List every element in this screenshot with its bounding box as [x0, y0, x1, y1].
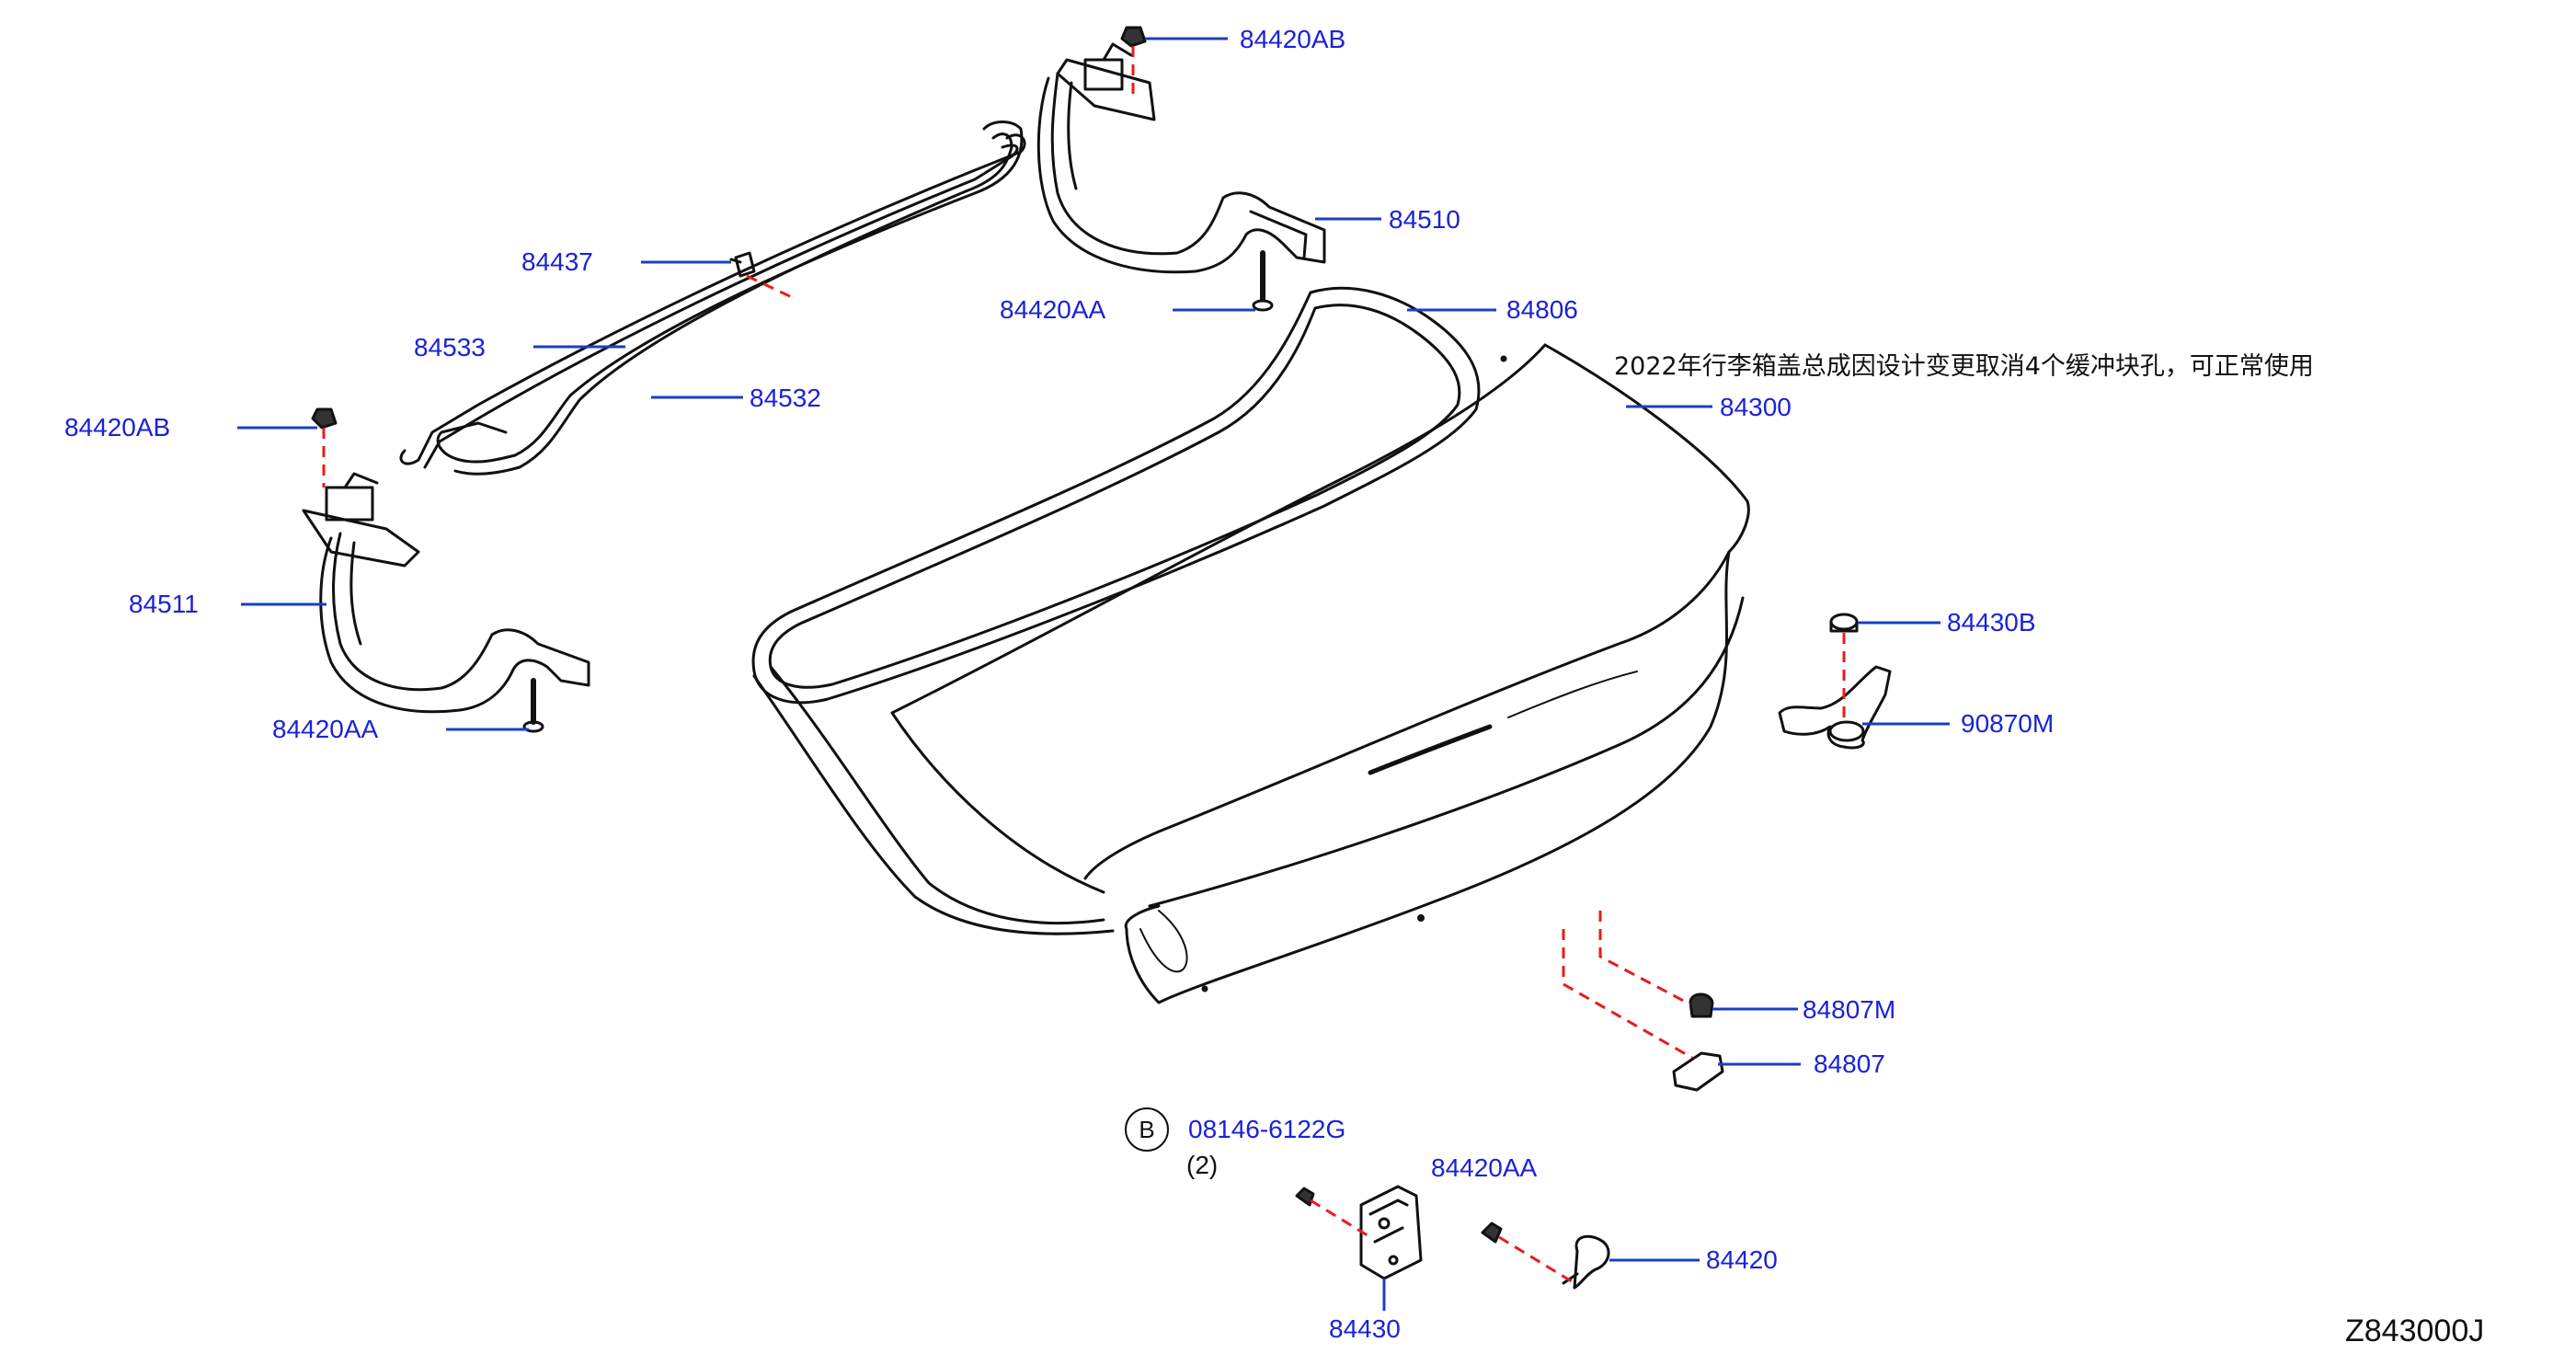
circle-b-symbol: B — [1125, 1107, 1169, 1152]
nut-84420AB-left — [311, 407, 338, 430]
label-84430B: 84430B — [1947, 608, 2036, 637]
label-84532: 84532 — [750, 384, 821, 412]
design-change-note: 2022年行李箱盖总成因设计变更取消4个缓冲块孔，可正常使用 — [1614, 352, 2314, 381]
hinge-left-84511 — [302, 472, 590, 714]
clip-84437 — [729, 251, 756, 278]
dash-84437 — [746, 274, 796, 301]
label-84510: 84510 — [1389, 205, 1460, 234]
dash-08146 — [1310, 1199, 1371, 1239]
label-84430: 84430 — [1329, 1314, 1401, 1343]
label-84806: 84806 — [1506, 295, 1578, 324]
label-84807: 84807 — [1814, 1050, 1885, 1078]
bolt-84420AA-left — [522, 678, 544, 733]
label-84807M: 84807M — [1803, 995, 1896, 1024]
bumper-84807M — [1689, 992, 1714, 1018]
bumper-90870M — [1778, 665, 1892, 750]
label-84300: 84300 — [1720, 393, 1792, 421]
label-84420AA-left: 84420AA — [272, 715, 379, 743]
torsion-bars-84533-84532 — [399, 120, 1026, 476]
striker-84807 — [1672, 1051, 1724, 1092]
label-84420: 84420 — [1706, 1245, 1778, 1274]
nut-84430B — [1829, 613, 1859, 633]
nut-84420AB-top — [1120, 26, 1147, 48]
label-84437: 84437 — [521, 247, 593, 276]
dash-84420 — [1498, 1235, 1575, 1285]
dash-84807M — [1598, 911, 1691, 1006]
bolt-84420AA-bottom — [1481, 1222, 1503, 1244]
label-84420AA-mid: 84420AA — [1000, 295, 1106, 324]
label-08146-6122G: 08146-6122G — [1188, 1115, 1346, 1143]
dash-84807 — [1562, 929, 1693, 1060]
bolt-08146-6122G — [1295, 1187, 1315, 1207]
label-84533: 84533 — [414, 333, 486, 361]
label-quantity: (2) — [1186, 1151, 1219, 1179]
hinge-right-84510 — [1036, 42, 1326, 274]
circle-b-letter: B — [1139, 1115, 1155, 1143]
lock-84430 — [1359, 1185, 1423, 1280]
label-84511: 84511 — [129, 590, 199, 618]
label-90870M: 90870M — [1961, 709, 2055, 738]
label-84420AB-top: 84420AB — [1240, 25, 1346, 53]
bolt-84420AA-mid — [1252, 250, 1274, 312]
label-84420AA-bottom: 84420AA — [1431, 1153, 1538, 1182]
diagram-code: Z843000J — [2345, 1313, 2485, 1348]
trunk-lid-84300 — [890, 343, 1750, 1004]
label-84420AB-left: 84420AB — [64, 413, 171, 442]
weatherstrip-84806 — [751, 286, 1481, 935]
striker-84420 — [1562, 1234, 1610, 1290]
